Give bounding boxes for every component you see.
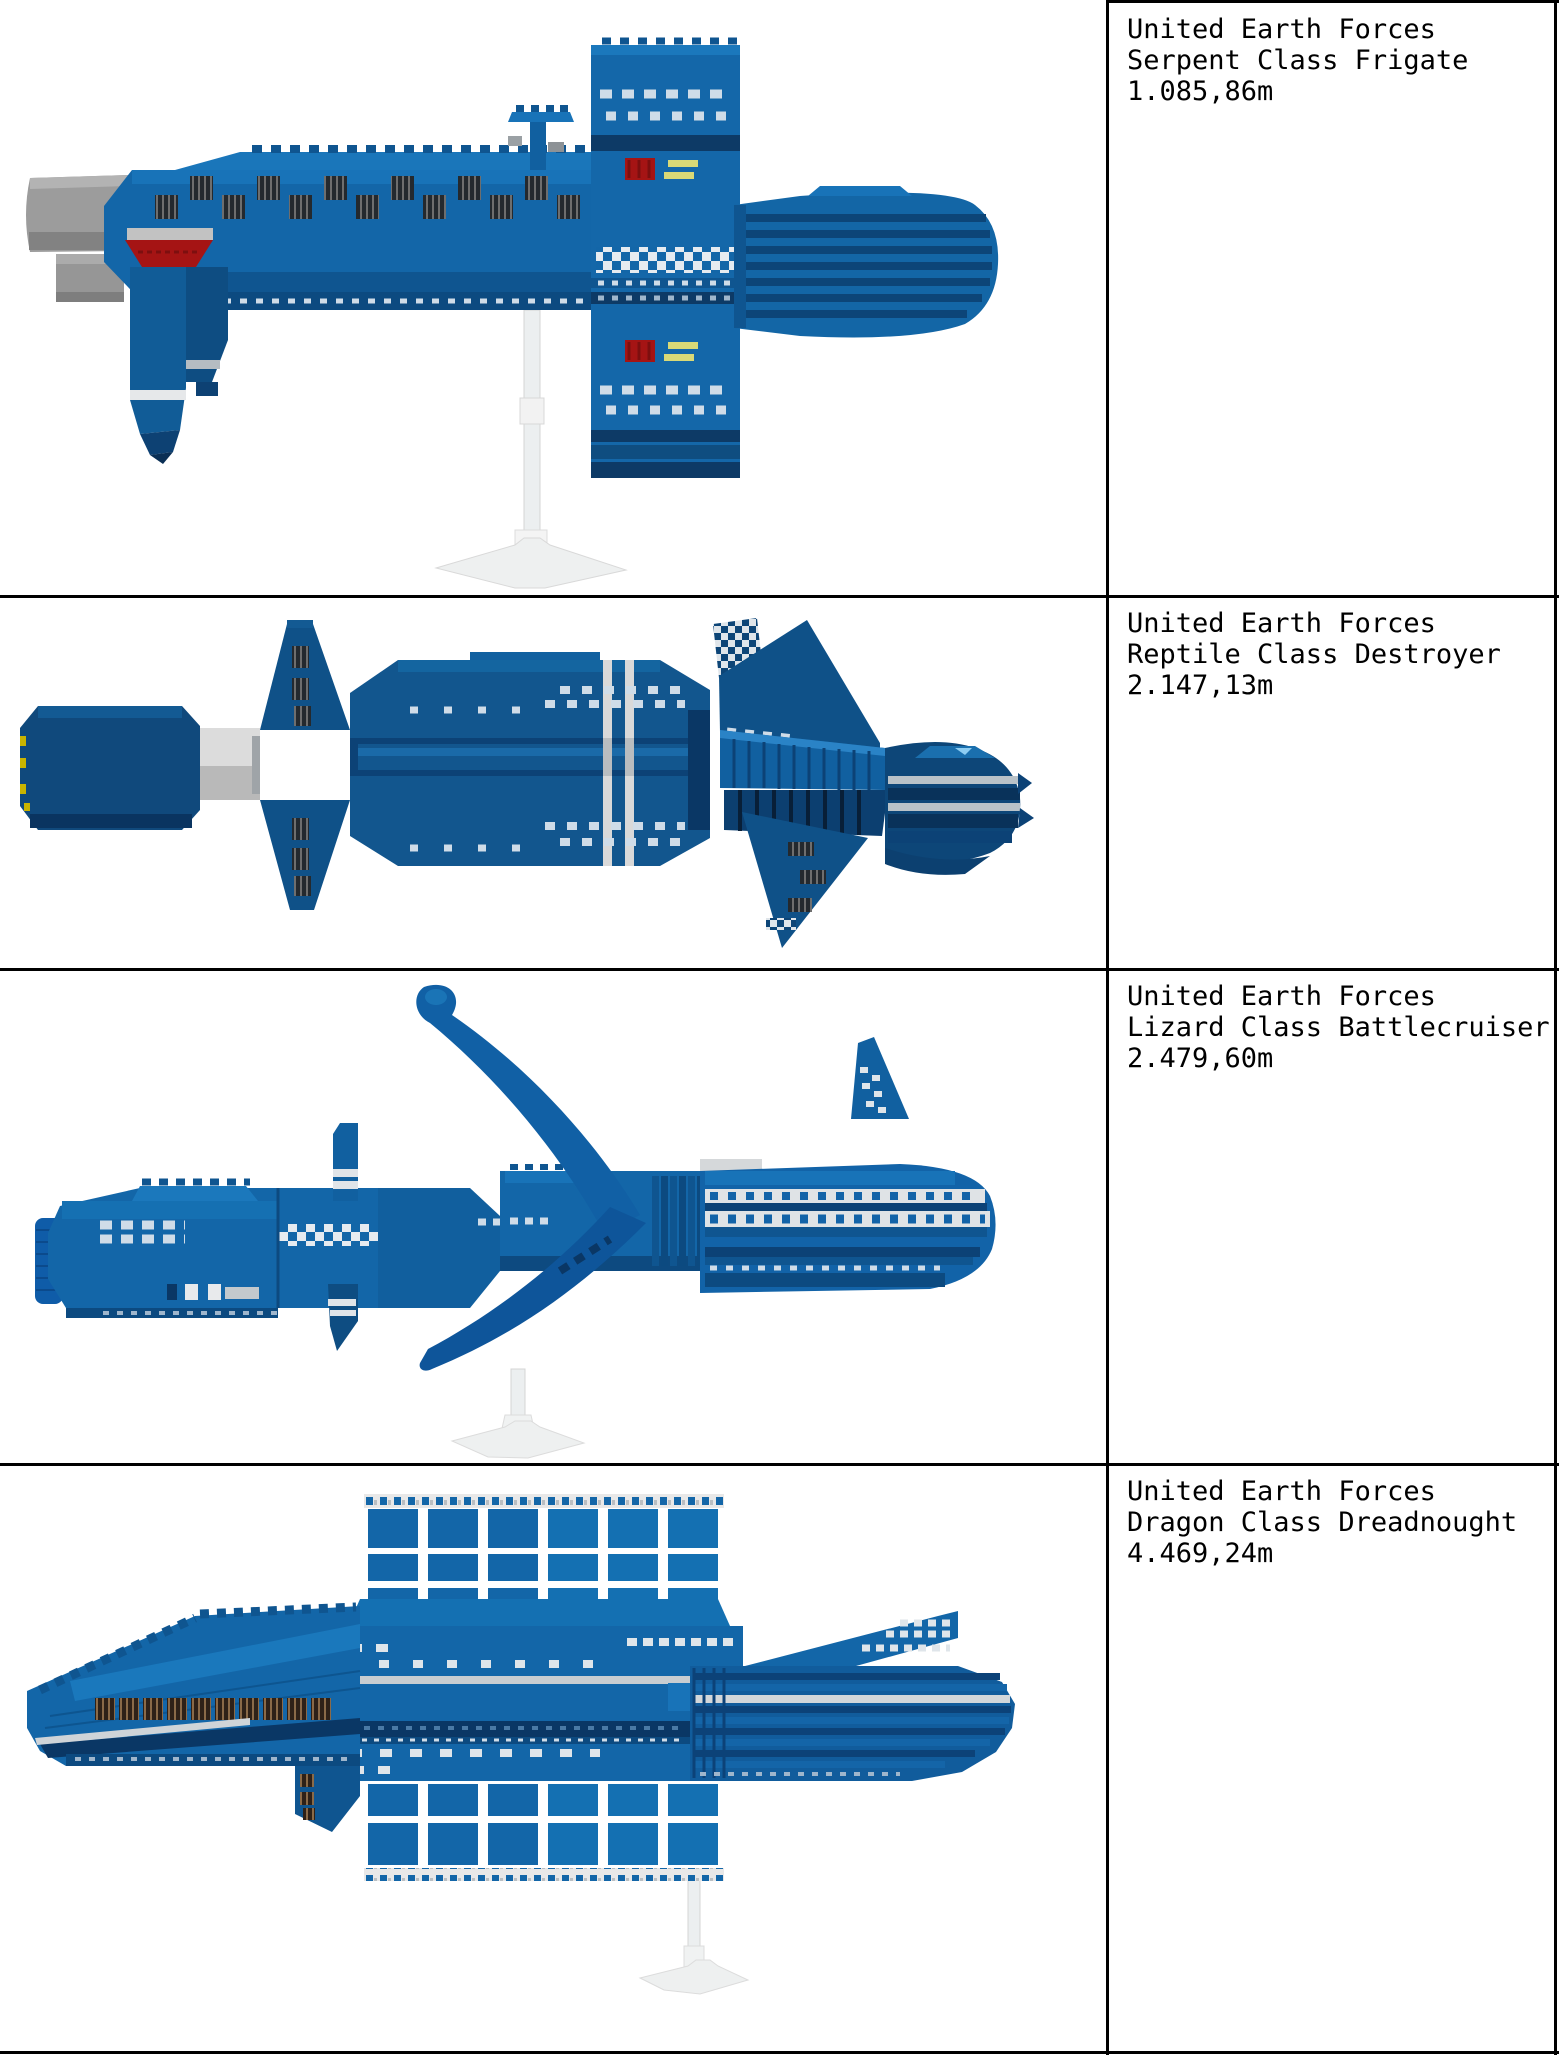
collar	[200, 728, 260, 800]
org-name: United Earth Forces	[1127, 608, 1436, 639]
ship-label-serpent: United Earth Forces Serpent Class Frigat…	[1127, 14, 1551, 107]
forward-fin-lower	[328, 1284, 358, 1351]
engine-block	[700, 1159, 996, 1293]
superstructure-tower	[591, 37, 740, 478]
ship-label-dragon: United Earth Forces Dragon Class Dreadno…	[1127, 1476, 1551, 1569]
lizard-battlecruiser-illustration	[35, 984, 996, 1459]
ship-length: 1.085,86m	[1127, 76, 1274, 107]
display-stand	[638, 1873, 750, 1995]
ventral-fin-left	[295, 1766, 360, 1832]
serpent-frigate-illustration	[26, 37, 999, 589]
lower-claw-arm	[419, 1207, 646, 1371]
rear-dorsal-fin	[851, 1037, 909, 1119]
ventral-fin	[260, 800, 350, 910]
row-separator-1	[0, 595, 1559, 598]
dorsal-fin	[260, 620, 350, 730]
command-pod	[20, 706, 200, 830]
org-name: United Earth Forces	[1127, 1476, 1436, 1507]
org-name: United Earth Forces	[1127, 981, 1436, 1012]
reptile-destroyer-illustration	[20, 618, 1034, 948]
ship-render-reptile	[0, 598, 1106, 968]
ship-class: Dragon Class Dreadnought	[1127, 1507, 1518, 1538]
grip-pylon	[130, 267, 228, 464]
ship-render-serpent	[0, 0, 1106, 595]
ship-render-dragon	[0, 1466, 1106, 2051]
vertical-divider-line	[1106, 0, 1109, 2055]
ship-label-reptile: United Earth Forces Reptile Class Destro…	[1127, 608, 1551, 701]
ship-length: 2.147,13m	[1127, 670, 1274, 701]
tail-fin-assembly	[713, 618, 888, 948]
forward-fin-upper	[333, 1123, 358, 1201]
right-border-line	[1554, 0, 1557, 2055]
bottom-border-line	[0, 2051, 1559, 2054]
row-separator-3	[0, 1463, 1559, 1466]
prow-section	[35, 1178, 512, 1318]
engine-block	[734, 186, 999, 338]
main-hull	[350, 652, 710, 866]
ship-class: Lizard Class Battlecruiser	[1127, 1012, 1550, 1043]
tail-section	[668, 1611, 1015, 1781]
ship-render-lizard	[0, 971, 1106, 1463]
sensor-mast	[508, 105, 574, 170]
engine-cluster	[885, 742, 1034, 875]
row-separator-2	[0, 968, 1559, 971]
ship-length: 4.469,24m	[1127, 1538, 1274, 1569]
ship-class: Serpent Class Frigate	[1127, 45, 1469, 76]
top-border-line	[1106, 0, 1559, 3]
dragon-dreadnought-illustration	[27, 1494, 1015, 1995]
prow-section	[27, 1602, 361, 1766]
display-stand	[434, 309, 628, 589]
top-panel-array	[364, 1494, 724, 1600]
nose-section	[26, 175, 136, 302]
org-name: United Earth Forces	[1127, 14, 1436, 45]
ship-length: 2.479,60m	[1127, 1043, 1274, 1074]
bottom-panel-array	[364, 1784, 724, 1881]
ship-class: Reptile Class Destroyer	[1127, 639, 1501, 670]
ship-label-lizard: United Earth Forces Lizard Class Battlec…	[1127, 981, 1551, 1074]
display-stand	[450, 1368, 586, 1459]
upper-horn-arm	[416, 984, 640, 1233]
